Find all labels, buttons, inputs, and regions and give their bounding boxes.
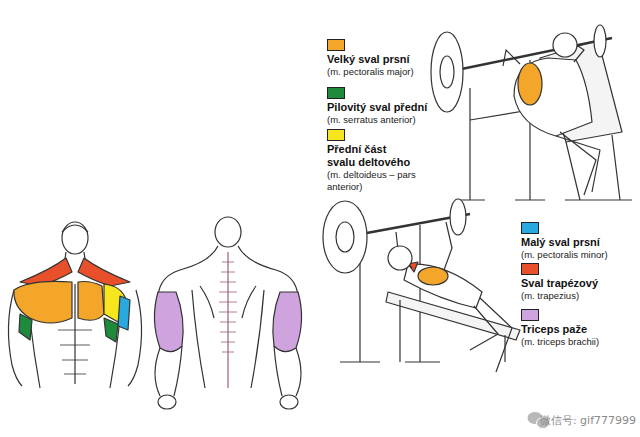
back-figure-part	[280, 395, 298, 409]
latin-name: (m. pectoralis minor)	[521, 249, 631, 261]
incline-press-figure	[431, 25, 632, 200]
incline-press-figure-part	[455, 60, 545, 200]
legend-item: Přední část svalu deltového(m. deltoideu…	[327, 129, 417, 193]
latin-name: (m. triceps brachii)	[521, 336, 631, 348]
back-figure-part	[200, 286, 256, 318]
back-figure	[154, 217, 301, 409]
legend-text: Malý sval prsní	[521, 236, 631, 249]
front-figure-part	[78, 282, 104, 321]
back-figure-part	[273, 292, 302, 352]
incline-press-figure-part	[565, 135, 632, 200]
incline-press-figure-part	[431, 32, 463, 112]
legend-item: Sval trapézový(m. trapezius)	[521, 263, 631, 302]
incline-press-figure-part	[594, 25, 606, 57]
flat-press-figure-part	[388, 246, 412, 270]
incline-press-figure-part	[447, 38, 612, 72]
back-figure-part	[274, 346, 301, 396]
legend-swatch	[521, 222, 539, 234]
incline-press-figure-part	[440, 56, 454, 88]
back-figure-part	[192, 290, 205, 388]
front-figure-part	[104, 318, 118, 342]
front-figure-part	[62, 225, 88, 232]
front-figure-part	[19, 314, 32, 340]
latin-name: (m. trapezius)	[521, 290, 631, 302]
legend-swatch	[327, 87, 345, 99]
legend-swatch	[521, 263, 539, 275]
legend-item: Malý sval prsní(m. pectoralis minor)	[521, 222, 631, 261]
legend-swatch	[521, 309, 539, 321]
flat-press-figure-part	[323, 201, 367, 273]
flat-press-figure-part	[400, 300, 505, 362]
incline-press-figure-part	[514, 58, 592, 136]
back-figure-part	[219, 262, 237, 352]
back-figure-part	[158, 395, 176, 409]
front-figure-part	[58, 330, 92, 374]
legend-text: Sval trapézový	[521, 277, 631, 290]
back-figure-part	[238, 246, 298, 296]
legend-text: Pilovitý sval přední	[327, 101, 437, 114]
flat-press-figure-part	[336, 222, 354, 252]
flat-press-figure-part	[450, 199, 466, 235]
watermark: 微信号: gif777999	[540, 413, 636, 428]
incline-press-figure-part	[518, 63, 542, 105]
flat-press-figure	[323, 199, 520, 372]
legend-text: Triceps paže	[521, 323, 631, 336]
latin-name: (m. pectoralis major)	[327, 66, 437, 78]
back-figure-part	[215, 217, 241, 247]
front-figure-part	[118, 296, 130, 330]
legend-swatch	[327, 39, 345, 51]
incline-press-figure-part	[553, 33, 577, 57]
back-figure-part	[251, 290, 264, 388]
legend-text: Přední část svalu deltového	[327, 143, 417, 169]
front-figure-part	[74, 284, 75, 384]
legend-swatch	[327, 129, 345, 141]
back-figure-part	[155, 346, 182, 396]
legend-text: Velký sval prsní	[327, 53, 437, 66]
latin-name: (m. deltoideus – pars anterior)	[327, 169, 417, 193]
incline-press-figure-part	[556, 132, 600, 195]
legend-item: Triceps paže(m. triceps brachii)	[521, 309, 631, 348]
front-figure	[8, 222, 141, 388]
flat-press-figure-part	[470, 298, 512, 372]
back-figure-part	[154, 292, 183, 352]
front-figure-part	[62, 222, 88, 254]
legend-item: Velký sval prsní(m. pectoralis major)	[327, 39, 437, 78]
flat-press-figure-part	[404, 264, 482, 308]
latin-name: (m. serratus anterior)	[327, 114, 437, 126]
legend-item: Pilovitý sval přední(m. serratus anterio…	[327, 87, 437, 126]
back-figure-part	[158, 246, 218, 296]
